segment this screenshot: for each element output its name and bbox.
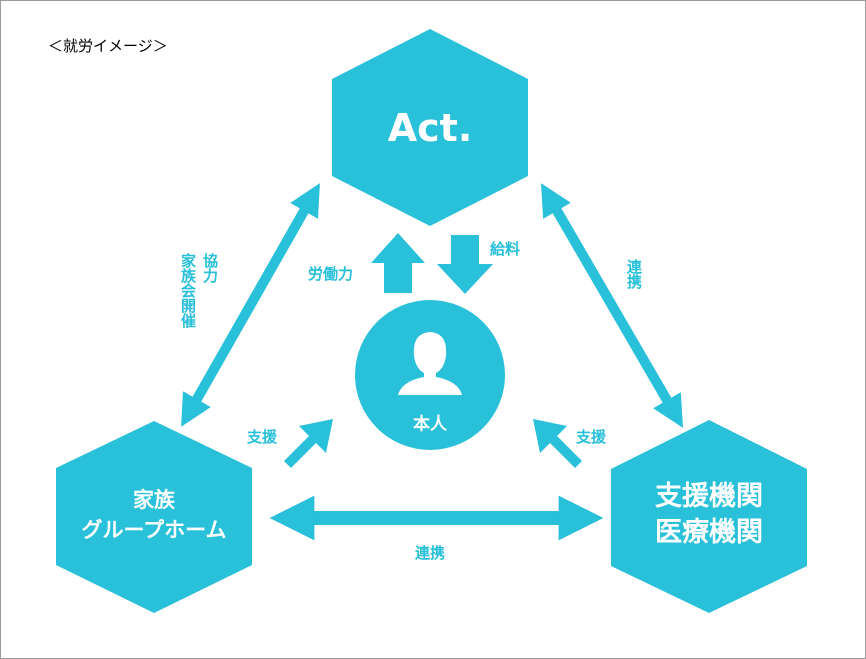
- support-label-line2: 医療機関: [655, 517, 763, 548]
- labor-label: 労働力: [308, 265, 354, 283]
- support-right-label: 支援: [576, 428, 607, 446]
- salary-label: 給料: [490, 240, 521, 258]
- support-left-label: 支援: [247, 428, 278, 446]
- act-label: Act.: [387, 106, 473, 150]
- salary-arrow: [437, 235, 493, 294]
- left-cooperation-label-line2: 家族会開催: [179, 253, 197, 328]
- support-label: 支援機関 医療機関: [655, 479, 763, 551]
- right-double-arrow: [540, 183, 684, 428]
- left-double-arrow: [181, 183, 320, 427]
- act-hexagon: [332, 29, 528, 226]
- left-cooperation-label-line1: 協力: [201, 253, 219, 283]
- support-right-arrow: [533, 419, 582, 468]
- family-hexagon: [56, 421, 252, 613]
- labor-arrow: [371, 233, 425, 293]
- person-label: 本人: [413, 414, 447, 435]
- support-hexagon: [611, 420, 807, 613]
- person-icon: [398, 332, 462, 395]
- bottom-cooperation-label: 連携: [415, 544, 446, 562]
- family-label-line2: グループホーム: [81, 518, 227, 542]
- support-label-line1: 支援機関: [655, 481, 763, 512]
- family-label-line1: 家族: [132, 488, 175, 512]
- support-left-arrow: [284, 419, 333, 468]
- right-cooperation-label: 連携: [625, 259, 643, 289]
- family-label: 家族 グループホーム: [81, 485, 226, 545]
- diagram-caption: ＜就労イメージ＞: [48, 37, 168, 55]
